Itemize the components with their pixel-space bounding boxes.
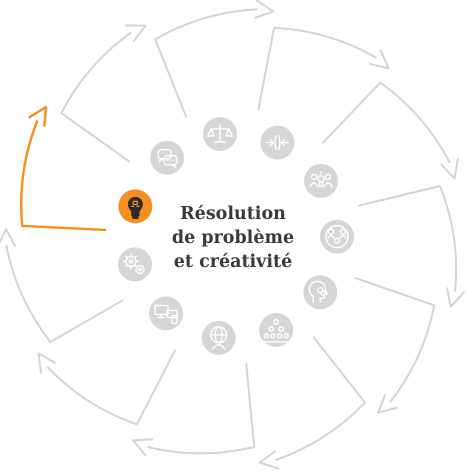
center-title-line-3: et créativité	[173, 252, 293, 272]
segment-outline	[20, 119, 107, 232]
center-title-line-1: Résolution	[180, 204, 286, 224]
wheel-segment	[257, 26, 390, 111]
chat-bubbles-icon	[150, 140, 185, 175]
wheel-segment	[154, 0, 275, 118]
segment-arrowhead	[28, 105, 48, 127]
segment-arrowhead	[37, 352, 57, 374]
node-circle	[319, 219, 354, 254]
segment-outline	[275, 335, 366, 462]
node-circle	[150, 140, 185, 175]
segment-arrowhead	[254, 0, 275, 19]
segment-arrowhead	[258, 450, 280, 470]
wheel-segment	[60, 24, 147, 163]
devices-icon	[149, 296, 184, 331]
wheel-segment	[20, 105, 107, 232]
segment-outline	[321, 81, 451, 164]
segment-arrowhead	[368, 49, 390, 70]
segment-arrowhead	[0, 228, 17, 248]
wheel-segment	[132, 363, 256, 457]
people-network-icon	[319, 219, 354, 254]
center-title-line-2: de problème	[171, 228, 295, 248]
gears-icon	[117, 247, 152, 282]
balance-scale-icon	[202, 116, 237, 151]
segment-outline	[147, 363, 256, 455]
segment-outline	[60, 31, 132, 163]
segment-arrowhead	[445, 287, 466, 308]
converging-arrows-icon	[260, 125, 295, 160]
wheel-nodes	[117, 116, 354, 355]
center-title: Résolution de problème et créativité	[148, 202, 318, 274]
segment-outline	[257, 26, 377, 111]
wheel-segment	[354, 276, 436, 414]
segment-outline	[154, 8, 258, 118]
node-circle	[201, 320, 236, 355]
node-circle	[260, 125, 295, 160]
lightbulb-puzzle-icon	[118, 189, 153, 224]
wheel-segment	[0, 228, 124, 343]
segment-arrowhead	[377, 394, 398, 414]
segment-outline	[46, 349, 177, 426]
segment-outline	[5, 244, 124, 343]
org-chart-people-icon	[259, 312, 294, 347]
segment-arrowhead	[440, 158, 459, 180]
segment-outline	[358, 185, 458, 292]
wheel-segment	[37, 349, 177, 426]
wheel-segment	[321, 81, 459, 180]
node-circle	[304, 163, 339, 198]
segment-arrowhead	[132, 438, 153, 457]
wheel-segment	[258, 335, 366, 470]
globe-person-icon	[201, 320, 236, 355]
node-circle	[149, 296, 184, 331]
segment-arrowhead	[125, 24, 147, 43]
team-idea-icon	[304, 163, 339, 198]
wheel-segment	[358, 185, 466, 308]
head-puzzle-icon	[303, 275, 338, 310]
node-circle	[259, 312, 294, 347]
segment-outline	[354, 276, 436, 403]
